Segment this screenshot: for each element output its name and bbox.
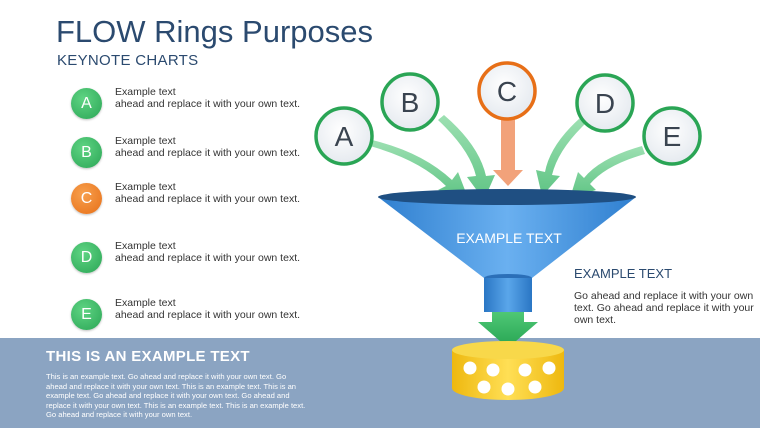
badge-b: B [71, 137, 102, 168]
circle-b: B [380, 72, 440, 132]
funnel-label: EXAMPLE TEXT [456, 230, 562, 246]
circle-c: C [477, 61, 537, 121]
arrow-c [493, 116, 523, 186]
list-item-body: ahead and replace it with your own text. [115, 147, 301, 159]
band-title: THIS IS AN EXAMPLE TEXT [46, 348, 250, 365]
circle-label: A [335, 121, 354, 152]
arrow-b [438, 115, 495, 200]
circle-label: C [497, 76, 517, 107]
list-item-a: A Example text ahead and replace it with… [71, 86, 311, 126]
bottom-band [0, 338, 760, 428]
list-item-heading: Example text [115, 181, 176, 193]
list-item-heading: Example text [115, 240, 176, 252]
list-item-heading: Example text [115, 86, 176, 98]
arrow-d [536, 118, 585, 196]
list-item-heading: Example text [115, 135, 176, 147]
list-item-body: ahead and replace it with your own text. [115, 98, 301, 110]
list-item-body: ahead and replace it with your own text. [115, 252, 301, 264]
badge-a: A [71, 88, 102, 119]
circle-d: D [575, 73, 635, 133]
list-item-d: D Example text ahead and replace it with… [71, 240, 311, 280]
list-item-b: B Example text ahead and replace it with… [71, 135, 311, 175]
page-subtitle: KEYNOTE CHARTS [57, 52, 199, 69]
arrow-a [370, 140, 468, 198]
circle-label: D [595, 88, 615, 119]
badge-d: D [71, 242, 102, 273]
right-panel-title: EXAMPLE TEXT [574, 266, 673, 281]
badge-e: E [71, 299, 102, 330]
cylinder [452, 341, 564, 400]
badge-c: C [71, 183, 102, 214]
funnel: EXAMPLE TEXT [378, 189, 636, 312]
list-item-c: C Example text ahead and replace it with… [71, 181, 311, 221]
list-item-body: ahead and replace it with your own text. [115, 193, 301, 205]
page-title: FLOW Rings Purposes [56, 14, 373, 49]
band-text: This is an example text. Go ahead and re… [46, 372, 306, 419]
list-item-body: ahead and replace it with your own text. [115, 309, 301, 321]
circle-e: E [642, 106, 702, 166]
circle-a: A [314, 106, 374, 166]
right-panel-text: Go ahead and replace it with your own te… [574, 290, 754, 326]
list-item-heading: Example text [115, 297, 176, 309]
arrow-e [570, 146, 645, 198]
list-item-e: E Example text ahead and replace it with… [71, 297, 311, 337]
arrow-down [478, 312, 538, 348]
circle-label: B [401, 87, 420, 118]
circle-label: E [663, 121, 682, 152]
